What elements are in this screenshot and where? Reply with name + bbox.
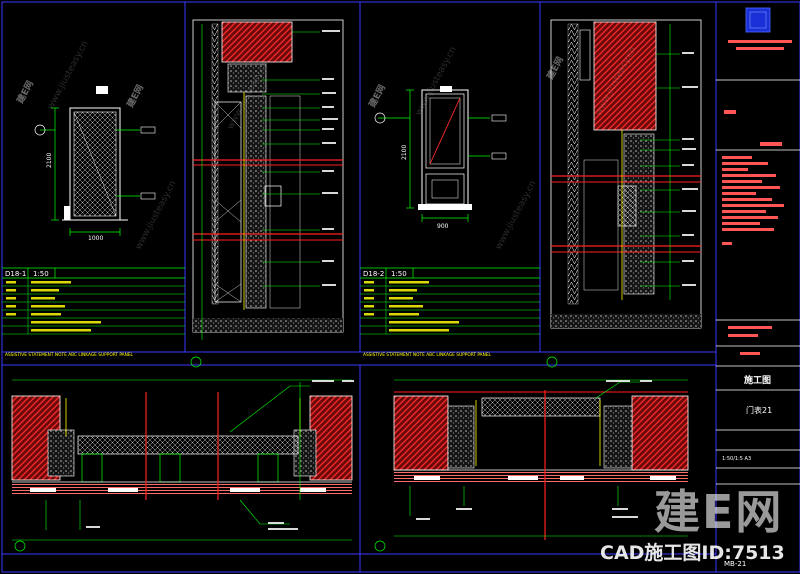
- section-detail-1: [190, 19, 344, 368]
- watermark-diag-4: www.jiusteasy.cn: [414, 45, 459, 117]
- d2-height-dim: 2100: [401, 145, 408, 160]
- d18-1-scale: 1:50: [33, 270, 49, 278]
- door-elevation-d18-2: 2100 900: [374, 86, 507, 230]
- watermark-diag-1: www.jiusteasy.cn: [46, 39, 91, 111]
- title-block: 施工图 门表21 1:50/1:5 A3 MB-21: [716, 7, 800, 568]
- site-marks: 建E网 建E网 建E网 建E网: [14, 54, 566, 109]
- site-mark-2: 建E网: [124, 82, 146, 109]
- d18-2-code: D18-2: [363, 270, 384, 278]
- drawing-status: 施工图: [744, 374, 771, 386]
- d2-width-dim: 900: [437, 223, 449, 230]
- d1-height-dim: 2100: [46, 153, 53, 168]
- door-elevation-d18-1: 2100 1000: [34, 86, 156, 242]
- site-mark-1: 建E网: [14, 78, 36, 105]
- d18-1-code: D18-1: [5, 270, 26, 278]
- site-mark-3: 建E网: [366, 82, 388, 109]
- d18-1-note: ASSISTIVE STATEMENT NOTE ABC LINKAGE SUP…: [5, 352, 134, 358]
- sheet-number: MB-21: [724, 560, 746, 568]
- spec-table-d18-2: D18-2 1:50 ASSISTIVE STATEMENT NOTE ABC …: [360, 267, 540, 358]
- d18-2-note: ASSISTIVE STATEMENT NOTE ABC LINKAGE SUP…: [363, 352, 492, 358]
- plan-section-1: [11, 379, 354, 552]
- plan-section-2: [374, 379, 689, 552]
- section-detail-2: [546, 19, 702, 368]
- d1-width-dim: 1000: [88, 235, 103, 242]
- company-logo: [745, 7, 771, 33]
- spec-table-d18-1: D18-1 1:50 ASSISTIVE STATEMENT NOTE ABC …: [2, 267, 185, 358]
- sheet-scale: 1:50/1:5 A3: [722, 456, 751, 462]
- watermark-diag-5: www.jiusteasy.cn: [494, 179, 539, 251]
- site-mark-4: 建E网: [544, 54, 566, 81]
- drawing-name: 门表21: [746, 405, 772, 415]
- d18-2-scale: 1:50: [391, 270, 407, 278]
- watermark-diag-2: www.jiusteasy.cn: [134, 179, 179, 251]
